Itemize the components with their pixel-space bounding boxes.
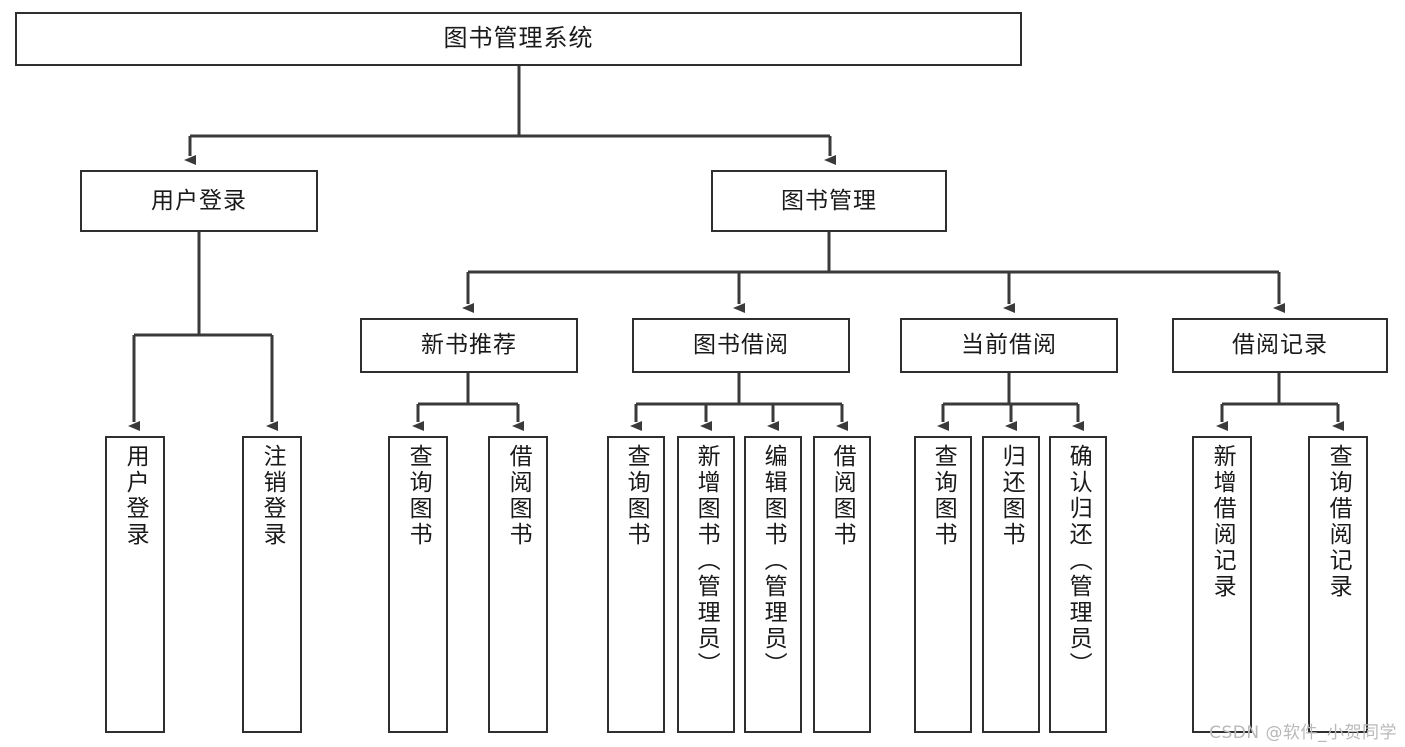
node-book-borrow[interactable]: 图书借阅 [632, 318, 850, 373]
node-current-borrow-label: 当前借阅 [961, 332, 1057, 359]
node-borrow-record[interactable]: 借阅记录 [1172, 318, 1388, 373]
node-leaf-borrow-book-2-label: 借阅图书 [829, 444, 856, 548]
node-leaf-add-record[interactable]: 新增借阅记录 [1192, 436, 1252, 733]
node-leaf-add-book[interactable]: 新增图书（管理员） [677, 436, 735, 733]
node-leaf-return-book-label: 归还图书 [998, 444, 1025, 548]
node-leaf-confirm-return-label: 确认归还（管理员） [1065, 444, 1092, 678]
node-root[interactable]: 图书管理系统 [15, 12, 1022, 66]
node-leaf-borrow-book-1-label: 借阅图书 [505, 444, 532, 548]
node-leaf-query-book-2-label: 查询图书 [623, 444, 650, 548]
node-root-label: 图书管理系统 [443, 24, 594, 53]
node-leaf-edit-book-label: 编辑图书（管理员） [760, 444, 787, 678]
node-leaf-query-book-3-label: 查询图书 [930, 444, 957, 548]
node-leaf-query-book-2[interactable]: 查询图书 [607, 436, 665, 733]
node-new-book-recommend[interactable]: 新书推荐 [360, 318, 578, 373]
node-leaf-add-book-label: 新增图书（管理员） [693, 444, 720, 678]
node-borrow-record-label: 借阅记录 [1232, 332, 1328, 359]
node-leaf-add-record-label: 新增借阅记录 [1209, 444, 1236, 600]
node-leaf-user-login-label: 用户登录 [122, 444, 149, 548]
node-leaf-query-record[interactable]: 查询借阅记录 [1308, 436, 1368, 733]
node-leaf-borrow-book-2[interactable]: 借阅图书 [813, 436, 871, 733]
node-leaf-borrow-book-1[interactable]: 借阅图书 [488, 436, 548, 733]
node-book-manage-label: 图书管理 [781, 187, 877, 214]
node-new-book-recommend-label: 新书推荐 [421, 332, 517, 359]
node-leaf-user-logout[interactable]: 注销登录 [242, 436, 302, 733]
node-book-manage[interactable]: 图书管理 [711, 170, 947, 232]
csdn-watermark: CSDN @软件_小贺同学 [1209, 723, 1397, 743]
node-leaf-query-record-label: 查询借阅记录 [1325, 444, 1352, 600]
node-leaf-query-book-3[interactable]: 查询图书 [914, 436, 972, 733]
node-leaf-return-book[interactable]: 归还图书 [982, 436, 1040, 733]
node-leaf-confirm-return[interactable]: 确认归还（管理员） [1049, 436, 1107, 733]
node-leaf-user-login[interactable]: 用户登录 [105, 436, 165, 733]
node-current-borrow[interactable]: 当前借阅 [900, 318, 1118, 373]
node-leaf-query-book-1-label: 查询图书 [405, 444, 432, 548]
node-book-borrow-label: 图书借阅 [693, 332, 789, 359]
node-user-login[interactable]: 用户登录 [80, 170, 318, 232]
node-leaf-edit-book[interactable]: 编辑图书（管理员） [744, 436, 802, 733]
node-leaf-query-book-1[interactable]: 查询图书 [388, 436, 448, 733]
node-leaf-user-logout-label: 注销登录 [259, 444, 286, 548]
node-user-login-label: 用户登录 [151, 187, 247, 214]
